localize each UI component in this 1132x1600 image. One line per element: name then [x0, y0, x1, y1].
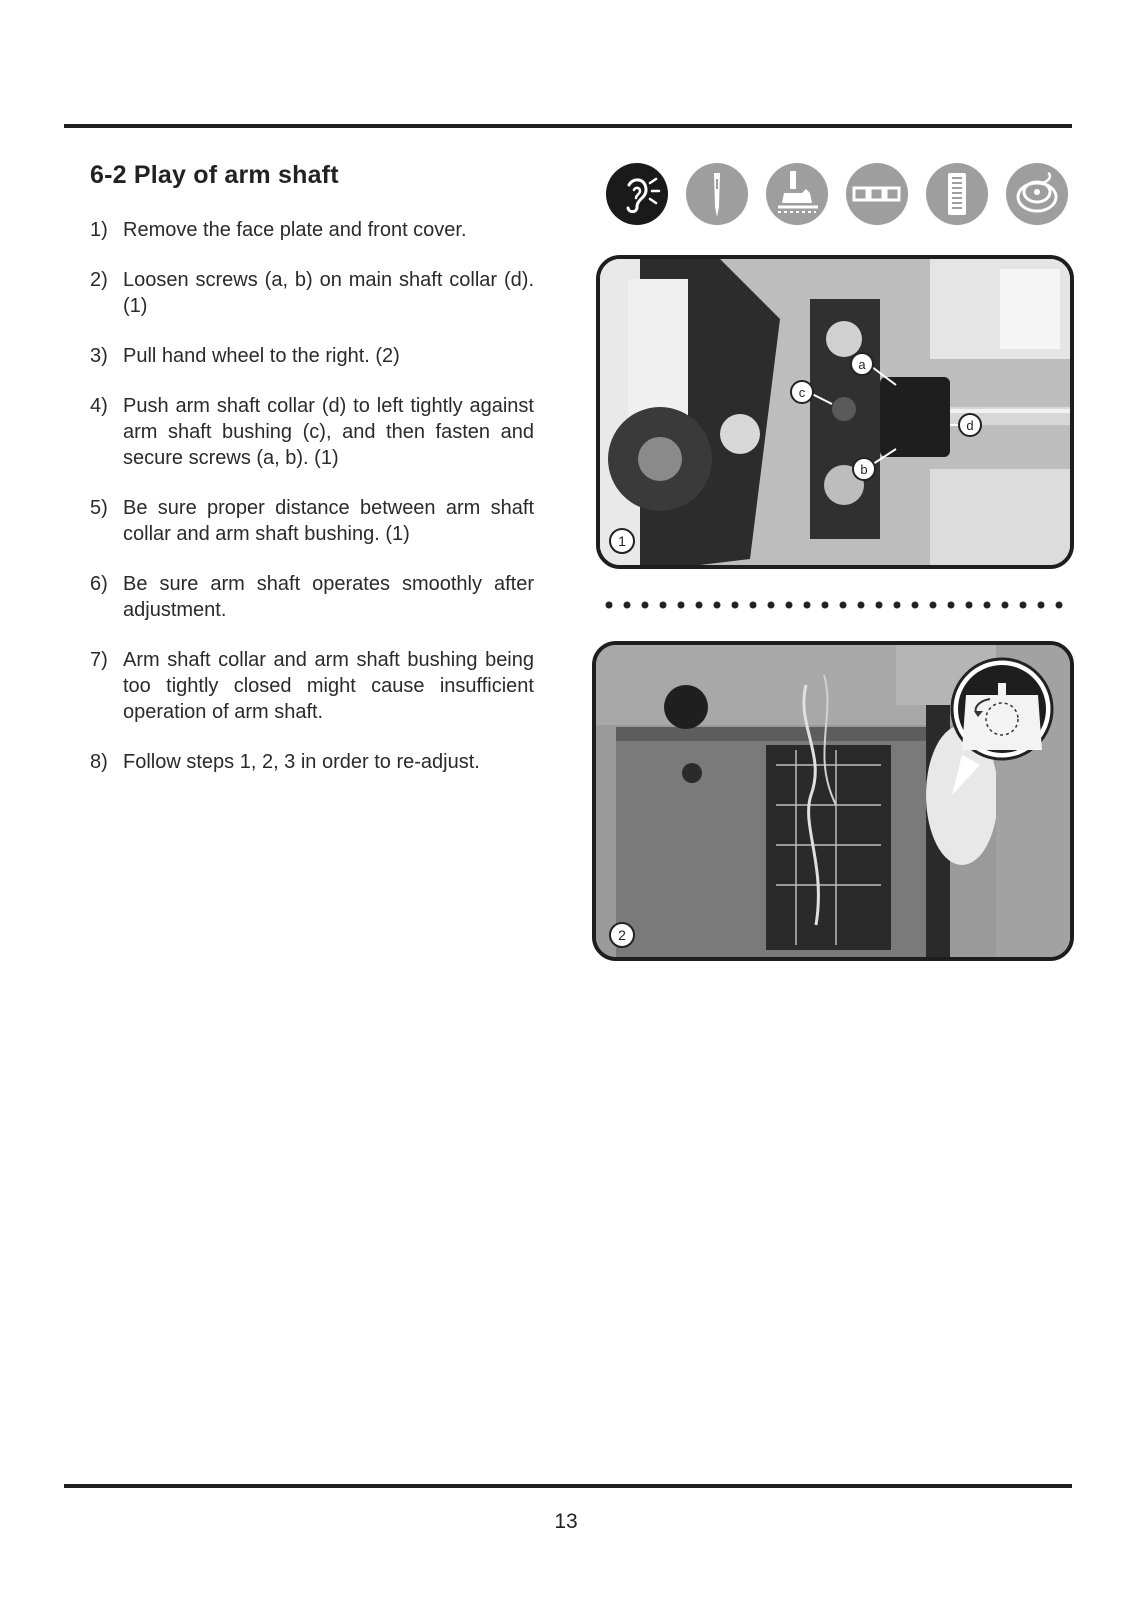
figure-2-photo: 2	[592, 641, 1074, 961]
page-number: 13	[554, 1510, 578, 1533]
step-number: 2)	[90, 269, 108, 291]
step-number: 8)	[90, 751, 108, 773]
figure-number: 2	[618, 927, 626, 943]
feed-dog-icon	[926, 163, 988, 225]
step-item: 3) Pull hand wheel to the right. (2)	[90, 343, 534, 369]
needle-icon	[686, 163, 748, 225]
step-item: 2) Loosen screws (a, b) on main shaft co…	[90, 267, 534, 319]
dotted-separator	[605, 601, 1063, 609]
callout-d: d	[966, 418, 973, 433]
footer-rule	[64, 1484, 1072, 1488]
step-number: 1)	[90, 219, 108, 241]
step-item: 1) Remove the face plate and front cover…	[90, 217, 534, 243]
figure-number: 1	[618, 533, 626, 549]
step-text: Pull hand wheel to the right. (2)	[123, 345, 400, 367]
callout-a: a	[858, 357, 866, 372]
presser-foot-icon	[766, 163, 828, 225]
step-number: 6)	[90, 573, 108, 595]
step-text: Follow steps 1, 2, 3 in order to re-adju…	[123, 751, 480, 773]
callout-b: b	[860, 462, 867, 477]
step-text: Remove the face plate and front cover.	[123, 219, 467, 241]
step-text: Push arm shaft collar (d) to left tightl…	[123, 395, 534, 469]
noise-ear-icon	[606, 163, 668, 225]
step-text: Loosen screws (a, b) on main shaft colla…	[123, 269, 534, 317]
section-title: 6-2 Play of arm shaft	[90, 161, 339, 189]
callout-c: c	[799, 385, 806, 400]
step-number: 4)	[90, 395, 108, 417]
bobbin-icon	[1006, 163, 1068, 225]
figure-1-photo: a c b d 1	[596, 255, 1074, 569]
stitch-pattern-icon	[846, 163, 908, 225]
step-number: 5)	[90, 497, 108, 519]
step-item: 6) Be sure arm shaft operates smoothly a…	[90, 571, 534, 623]
step-item: 4) Push arm shaft collar (d) to left tig…	[90, 393, 534, 471]
step-item: 7) Arm shaft collar and arm shaft bushin…	[90, 647, 534, 725]
step-text: Be sure arm shaft operates smoothly afte…	[123, 573, 534, 621]
step-item: 5) Be sure proper distance between arm s…	[90, 495, 534, 547]
step-number: 3)	[90, 345, 108, 367]
category-icons	[606, 163, 1072, 227]
instruction-steps: 1) Remove the face plate and front cover…	[90, 217, 534, 799]
step-number: 7)	[90, 649, 108, 671]
step-text: Be sure proper distance between arm shaf…	[123, 497, 534, 545]
step-text: Arm shaft collar and arm shaft bushing b…	[123, 649, 534, 723]
header-rule	[64, 124, 1072, 128]
step-item: 8) Follow steps 1, 2, 3 in order to re-a…	[90, 749, 534, 775]
